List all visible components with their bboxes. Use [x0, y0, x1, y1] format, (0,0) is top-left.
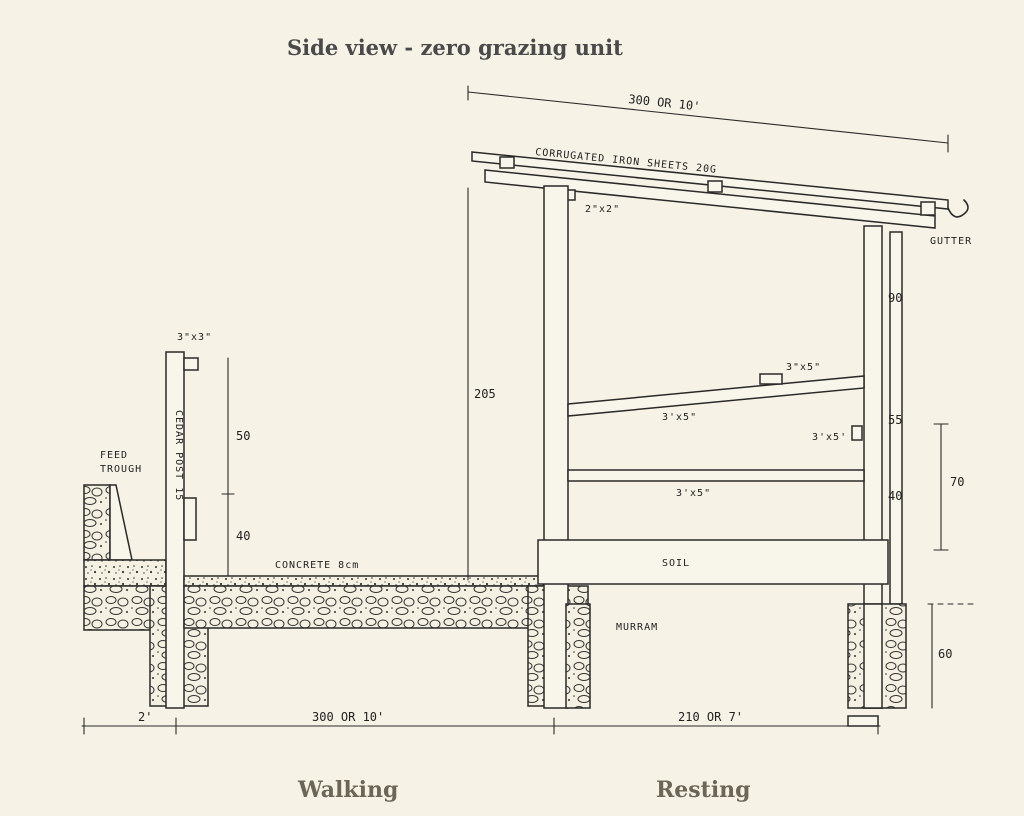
post-top-block — [183, 357, 199, 371]
right-dimension-55: 55 — [888, 413, 902, 427]
post-top-size-label: 3"x3" — [177, 332, 212, 343]
post-brace — [183, 497, 197, 541]
soil-platform — [537, 539, 889, 585]
roof-purlin — [484, 169, 936, 229]
purlin-block-left — [499, 156, 515, 169]
cedar-post-label: CEDAR POST 15 — [173, 410, 184, 501]
trough-wall — [83, 484, 111, 561]
bottom-dimensions: 2' 300 OR 10' 210 OR 7' — [81, 710, 881, 735]
bottom-dimension-2ft: 2' — [138, 710, 152, 724]
upper-rail — [567, 375, 865, 417]
height-dimension-205: 205 — [474, 387, 496, 401]
bottom-dimension-resting: 210 OR 7' — [678, 710, 743, 724]
roof-dimension-line — [467, 91, 949, 144]
upper-rail-block — [759, 373, 783, 385]
post-dimension-50: 50 — [236, 429, 250, 443]
side-rail-label: 3'x5' — [812, 432, 847, 443]
upper-rail-top-label: 3"x5" — [786, 362, 821, 373]
footing-dimension-60: 60 — [938, 647, 952, 661]
shed-post-right-base — [863, 603, 883, 709]
hardcore-layer — [183, 585, 547, 629]
feed-trough-label-line2: TROUGH — [100, 464, 142, 475]
rafter-size-label: 2"x2" — [585, 204, 620, 215]
cedar-post — [165, 351, 185, 709]
purlin-block-middle — [707, 180, 723, 193]
cedar-post-group: 3"x3" CEDAR POST 15 50 40 — [149, 332, 250, 709]
right-dimension-70: 70 — [950, 475, 964, 489]
concrete-floor — [183, 575, 547, 587]
feed-trough-label: FEED — [100, 450, 128, 461]
gutter-shape — [947, 199, 969, 218]
walking-floor-group: CONCRETE 8cm — [183, 560, 589, 707]
gutter-label: GUTTER — [930, 236, 972, 247]
shed-frame-group: 205 3"x5" 3'x5" 3'x5' 3'x5" SOIL MURRAM … — [467, 185, 976, 709]
murram-label: MURRAM — [616, 622, 658, 633]
side-rail-block — [851, 425, 863, 441]
footing-shed-left — [565, 603, 591, 709]
resting-area-label: Resting — [656, 777, 751, 803]
trough-back-slope — [109, 484, 133, 561]
right-dimension-90: 90 — [888, 291, 902, 305]
diagram-title: Side view - zero grazing unit — [287, 35, 623, 60]
lower-rail-label: 3'x5" — [676, 488, 711, 499]
trough-base — [83, 559, 167, 587]
bottom-dimension-walking: 300 OR 10' — [312, 710, 384, 724]
roof-group: 300 OR 10' CORRUGATED IRON SHEETS 20G 2"… — [467, 85, 972, 247]
soil-label: SOIL — [662, 558, 690, 569]
walking-area-label: Walking — [297, 777, 398, 803]
concrete-label: CONCRETE 8cm — [275, 560, 359, 571]
purlin-block-right — [920, 201, 936, 216]
lower-rail — [567, 469, 865, 482]
bottom-end-block — [847, 715, 879, 727]
post-dimension-40: 40 — [236, 529, 250, 543]
shed-post-left — [543, 185, 569, 709]
upper-rail-label: 3'x5" — [662, 412, 697, 423]
right-dimension-40: 40 — [888, 489, 902, 503]
